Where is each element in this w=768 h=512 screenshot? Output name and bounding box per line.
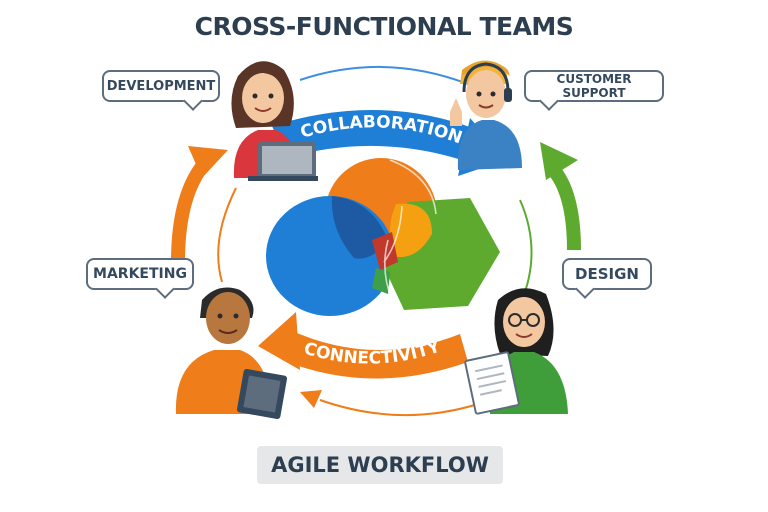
left-orange-arrowhead <box>188 146 228 178</box>
customer-support-person-illustration <box>450 60 522 170</box>
role-label-marketing: MARKETING <box>93 266 187 282</box>
design-person-illustration <box>464 288 568 415</box>
diagram-title: CROSS-FUNCTIONAL TEAMS <box>194 12 574 41</box>
orbit-line-bottom <box>319 399 479 417</box>
right-green-arrow <box>546 163 581 251</box>
venn-blue-circle <box>266 196 394 316</box>
orbit-line-bottom-arrowhead <box>300 390 322 408</box>
footer-banner: AGILE WORKFLOW <box>257 446 503 484</box>
collaboration-band <box>272 109 478 162</box>
marketing-person-illustration <box>175 287 288 420</box>
role-label-design: DESIGN <box>575 265 639 283</box>
role-bubble-customer-support: CUSTOMER SUPPORT <box>524 70 664 111</box>
venn-outline <box>383 159 437 301</box>
role-bubble-marketing: MARKETING <box>86 258 194 299</box>
role-label-customer-support: CUSTOMER SUPPORT <box>556 72 632 100</box>
right-green-arrowhead <box>540 142 578 180</box>
orbit-line-right <box>519 199 533 301</box>
orbit-line-left <box>217 187 237 283</box>
footer-label: AGILE WORKFLOW <box>271 453 489 477</box>
left-orange-arrow <box>171 159 210 263</box>
role-bubble-development: DEVELOPMENT <box>102 70 220 111</box>
connectivity-band <box>282 330 468 379</box>
role-bubble-design: DESIGN <box>562 258 652 299</box>
role-label-development: DEVELOPMENT <box>106 78 216 94</box>
development-person-illustration <box>231 61 318 181</box>
connectivity-arrowhead <box>258 312 300 370</box>
orbit-line-top <box>299 66 469 85</box>
